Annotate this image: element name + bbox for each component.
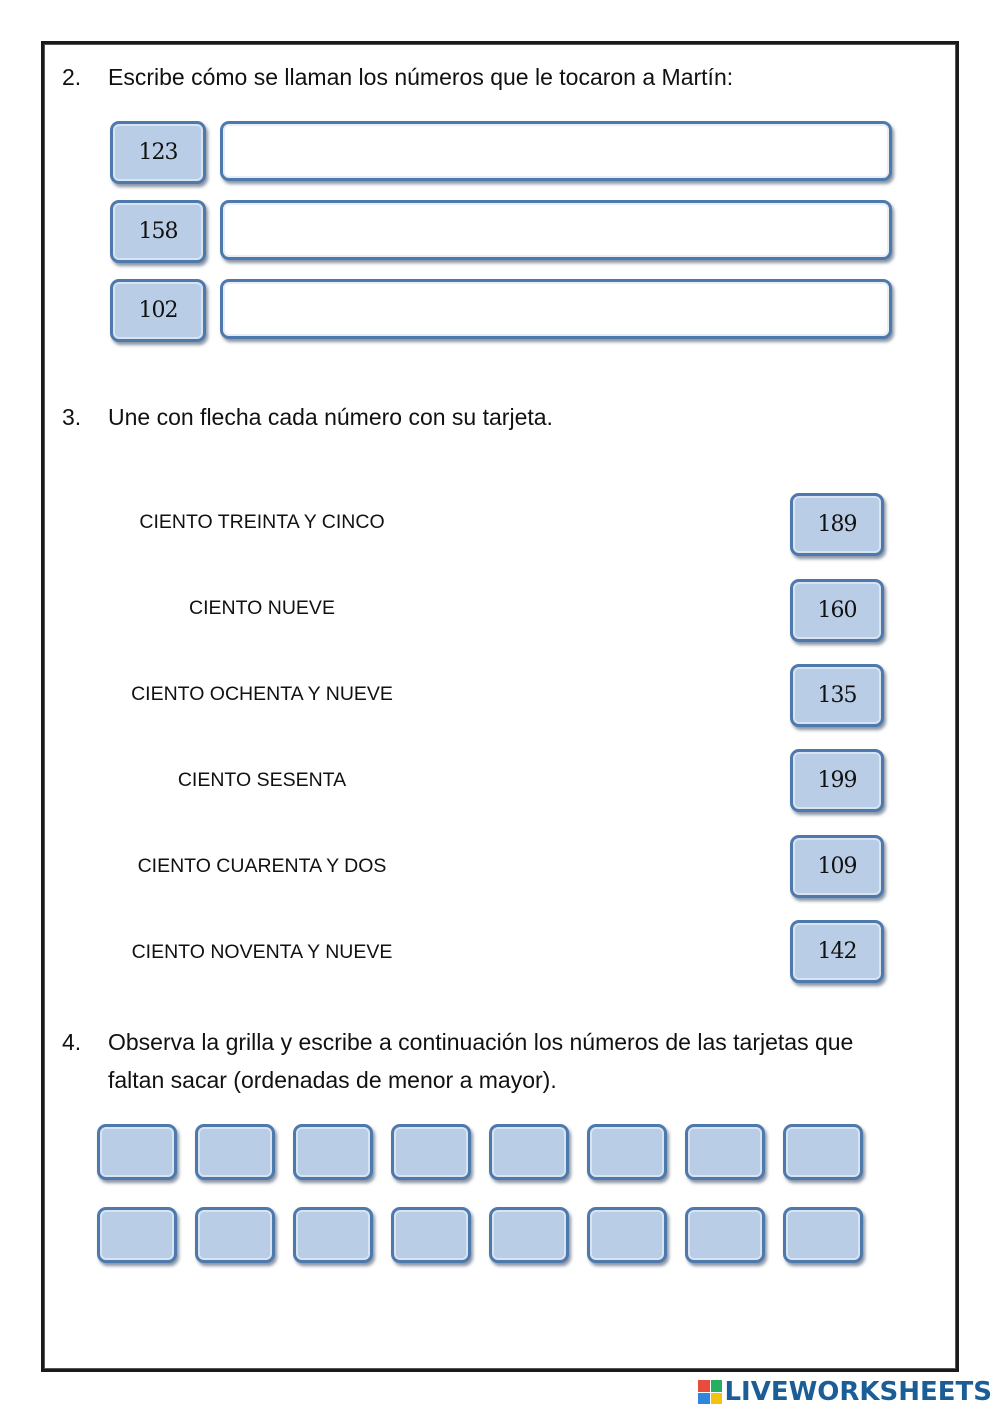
q3-number-card-5[interactable]: 109 xyxy=(790,835,884,898)
q4-grid-cell-r2-c3[interactable] xyxy=(293,1207,373,1263)
q4-grid-cell-r1-c7[interactable] xyxy=(685,1124,765,1180)
q4-grid-cell-r1-c5[interactable] xyxy=(489,1124,569,1180)
q4-grid-cell-r2-c2[interactable] xyxy=(195,1207,275,1263)
q4-grid-cell-r1-c1[interactable] xyxy=(97,1124,177,1180)
q2-number-card-2: 158 xyxy=(110,200,206,263)
q3-number: 3. xyxy=(62,404,82,430)
q4-grid-cell-r2-c6[interactable] xyxy=(587,1207,667,1263)
q3-word-4[interactable]: CIENTO SESENTA xyxy=(177,769,347,791)
q4-grid-cell-r2-c4[interactable] xyxy=(391,1207,471,1263)
q3-number-card-6[interactable]: 142 xyxy=(790,920,884,983)
q3-word-2[interactable]: CIENTO NUEVE xyxy=(189,597,335,619)
q3-word-1[interactable]: CIENTO TREINTA Y CINCO xyxy=(139,511,385,533)
q3-number-card-4[interactable]: 199 xyxy=(790,749,884,812)
q4-instruction-line-2: faltan sacar (ordenadas de menor a mayor… xyxy=(108,1067,557,1093)
q3-word-3[interactable]: CIENTO OCHENTA Y NUEVE xyxy=(131,683,393,705)
worksheet-frame xyxy=(41,41,959,1372)
q3-word-5[interactable]: CIENTO CUARENTA Y DOS xyxy=(137,855,387,877)
liveworksheets-logo-icon xyxy=(698,1380,723,1404)
q4-grid-cell-r2-c5[interactable] xyxy=(489,1207,569,1263)
q2-number-card-3: 102 xyxy=(110,279,206,342)
q4-grid-cell-r2-c8[interactable] xyxy=(783,1207,863,1263)
q4-grid-cell-r1-c6[interactable] xyxy=(587,1124,667,1180)
q4-grid-cell-r1-c4[interactable] xyxy=(391,1124,471,1180)
q2-answer-field-2[interactable] xyxy=(220,200,892,260)
q3-number-card-1[interactable]: 189 xyxy=(790,493,884,556)
q4-grid-cell-r1-c8[interactable] xyxy=(783,1124,863,1180)
q3-number-card-3[interactable]: 135 xyxy=(790,664,884,727)
q3-word-6[interactable]: CIENTO NOVENTA Y NUEVE xyxy=(131,941,393,963)
q4-grid-cell-r1-c3[interactable] xyxy=(293,1124,373,1180)
q2-answer-field-3[interactable] xyxy=(220,279,892,339)
q2-number: 2. xyxy=(62,64,82,90)
q2-instruction: Escribe cómo se llaman los números que l… xyxy=(108,64,734,90)
q3-instruction: Une con flecha cada número con su tarjet… xyxy=(108,404,553,430)
brand-name: LIVEWORKSHEETS xyxy=(724,1377,992,1407)
q4-grid-cell-r2-c1[interactable] xyxy=(97,1207,177,1263)
q3-number-card-2[interactable]: 160 xyxy=(790,579,884,642)
liveworksheets-brand: LIVEWORKSHEETS xyxy=(698,1377,992,1407)
q4-grid-cell-r2-c7[interactable] xyxy=(685,1207,765,1263)
q4-number: 4. xyxy=(62,1029,82,1055)
q2-number-card-1: 123 xyxy=(110,121,206,184)
q4-grid-cell-r1-c2[interactable] xyxy=(195,1124,275,1180)
q2-answer-field-1[interactable] xyxy=(220,121,892,181)
q4-instruction-line-1: Observa la grilla y escribe a continuaci… xyxy=(108,1029,854,1055)
